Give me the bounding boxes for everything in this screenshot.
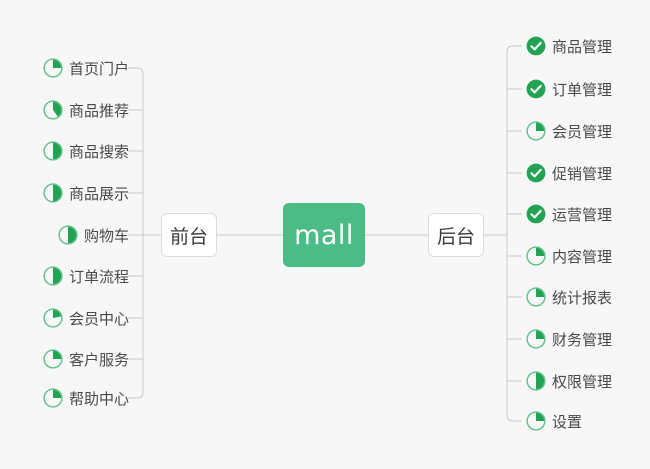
leaf-item-frontend-0[interactable]: 首页门户	[43, 55, 129, 81]
pie-progress-icon	[43, 58, 63, 78]
leaf-item-label: 财务管理	[552, 330, 613, 349]
pie-progress-icon	[43, 308, 63, 328]
leaf-item-frontend-4[interactable]: 购物车	[58, 222, 129, 248]
pie-progress-icon	[526, 329, 546, 349]
pie-progress-icon	[43, 183, 63, 203]
leaf-item-backend-1[interactable]: 订单管理	[526, 76, 612, 102]
leaf-item-label: 统计报表	[552, 288, 613, 307]
check-circle-icon	[526, 204, 546, 224]
leaf-item-label: 商品搜索	[68, 142, 129, 161]
leaf-item-label: 权限管理	[552, 372, 613, 391]
leaf-item-label: 内容管理	[552, 247, 613, 266]
leaf-item-frontend-7[interactable]: 客户服务	[43, 346, 129, 372]
branch-node-label: 后台	[436, 225, 475, 248]
leaf-item-backend-5[interactable]: 内容管理	[526, 243, 612, 269]
leaf-item-label: 设置	[552, 412, 583, 431]
leaf-item-backend-8[interactable]: 权限管理	[526, 368, 612, 394]
root-node-label: mall	[294, 219, 354, 251]
leaf-item-label: 促销管理	[552, 164, 613, 183]
leaf-item-label: 订单流程	[68, 267, 129, 286]
leaf-item-backend-9[interactable]: 设置	[526, 408, 582, 434]
leaf-item-label: 运营管理	[552, 205, 613, 224]
leaf-item-backend-6[interactable]: 统计报表	[526, 284, 612, 310]
check-circle-icon	[526, 163, 546, 183]
leaf-item-label: 客户服务	[68, 350, 129, 369]
pie-progress-icon	[43, 266, 63, 286]
leaf-item-backend-4[interactable]: 运营管理	[526, 201, 612, 227]
branch-node-label: 前台	[169, 225, 208, 248]
leaf-item-label: 首页门户	[68, 59, 129, 78]
leaf-item-frontend-5[interactable]: 订单流程	[43, 263, 129, 289]
leaf-item-label: 会员管理	[552, 122, 613, 141]
check-circle-icon	[526, 79, 546, 99]
leaf-item-backend-3[interactable]: 促销管理	[526, 160, 612, 186]
pie-progress-icon	[43, 100, 63, 120]
leaf-item-label: 订单管理	[552, 80, 613, 99]
pie-progress-icon	[43, 388, 63, 408]
leaf-item-frontend-3[interactable]: 商品展示	[43, 180, 129, 206]
leaf-item-label: 商品展示	[68, 184, 129, 203]
leaf-item-backend-7[interactable]: 财务管理	[526, 326, 612, 352]
leaf-item-label: 帮助中心	[68, 389, 129, 408]
pie-progress-icon	[526, 411, 546, 431]
leaf-item-frontend-6[interactable]: 会员中心	[43, 305, 129, 331]
pie-progress-icon	[526, 121, 546, 141]
leaf-item-frontend-1[interactable]: 商品推荐	[43, 97, 129, 123]
leaf-item-label: 商品管理	[552, 37, 613, 56]
pie-progress-icon	[526, 246, 546, 266]
leaf-item-label: 购物车	[83, 226, 129, 245]
link-spine-backend	[506, 45, 522, 422]
leaf-item-backend-2[interactable]: 会员管理	[526, 118, 612, 144]
pie-progress-icon	[43, 141, 63, 161]
pie-progress-icon	[526, 371, 546, 391]
branch-node-frontend[interactable]: 前台	[161, 213, 217, 257]
leaf-item-backend-0[interactable]: 商品管理	[526, 33, 612, 59]
pie-progress-icon	[526, 287, 546, 307]
check-circle-icon	[526, 36, 546, 56]
leaf-item-frontend-2[interactable]: 商品搜索	[43, 138, 129, 164]
root-node-mall[interactable]: mall	[283, 203, 365, 267]
pie-progress-icon	[43, 349, 63, 369]
link-spine-frontend	[128, 67, 144, 399]
leaf-item-label: 会员中心	[68, 309, 129, 328]
leaf-item-label: 商品推荐	[68, 101, 129, 120]
pie-progress-icon	[58, 225, 78, 245]
branch-node-backend[interactable]: 后台	[428, 213, 484, 257]
leaf-item-frontend-8[interactable]: 帮助中心	[43, 385, 129, 411]
